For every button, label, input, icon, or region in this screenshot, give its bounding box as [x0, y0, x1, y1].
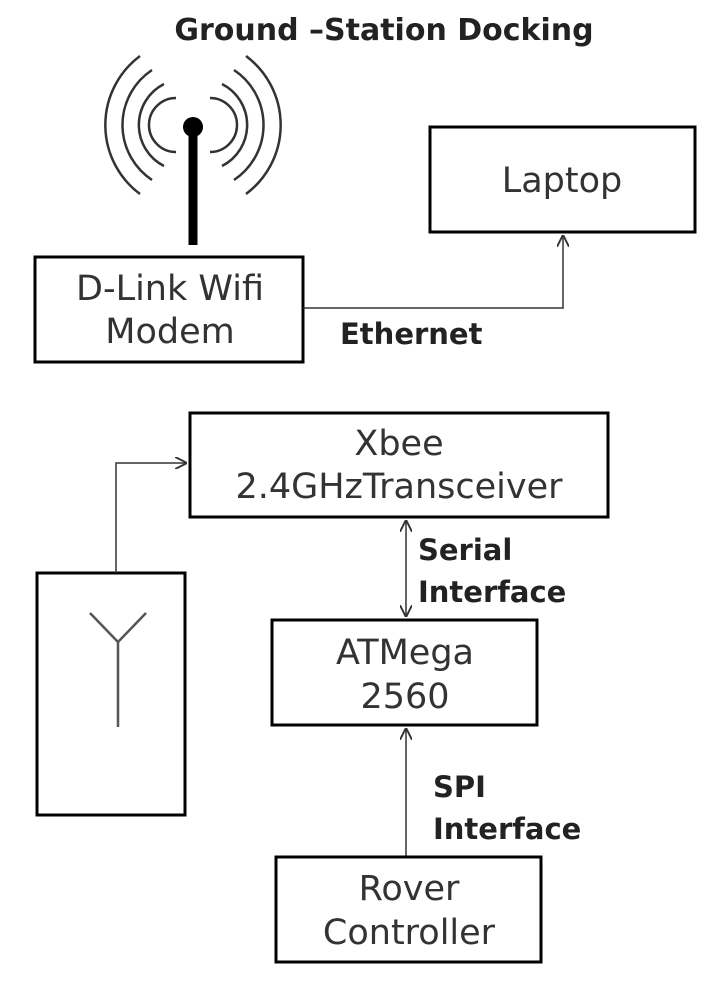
dlink-modem-box [33, 255, 305, 364]
antenna-xbee-connector [115, 463, 186, 573]
laptop-box [428, 125, 697, 234]
ethernet-label: Ethernet [340, 317, 483, 351]
wifi-antenna-icon [104, 54, 282, 245]
atmega-box [270, 618, 539, 727]
laptop-label: Laptop [502, 161, 623, 201]
ethernet-connector [303, 236, 563, 309]
dlink-modem-label-line1: D-Link Wifi [76, 269, 264, 309]
antenna-box [35, 571, 187, 817]
rover-label-line1: Rover [359, 869, 460, 909]
xbee-label-line2: 2.4GHzTransceiver [235, 467, 563, 507]
spi-label-line1: SPI [433, 770, 486, 804]
diagram-title: Ground –Station Docking [174, 13, 593, 48]
rover-controller-box [274, 855, 543, 964]
antenna-icon [89, 612, 147, 727]
spi-label-line2: Interface [433, 812, 581, 846]
xbee-label-line1: Xbee [354, 424, 443, 464]
atmega-label-line2: 2560 [360, 677, 449, 717]
serial-label-line2: Interface [418, 575, 566, 609]
dlink-modem-label-line2: Modem [105, 312, 234, 352]
atmega-label-line1: ATMega [336, 633, 474, 673]
rover-label-line2: Controller [323, 913, 496, 953]
serial-label-line1: Serial [418, 533, 512, 567]
xbee-transceiver-box [188, 411, 610, 519]
